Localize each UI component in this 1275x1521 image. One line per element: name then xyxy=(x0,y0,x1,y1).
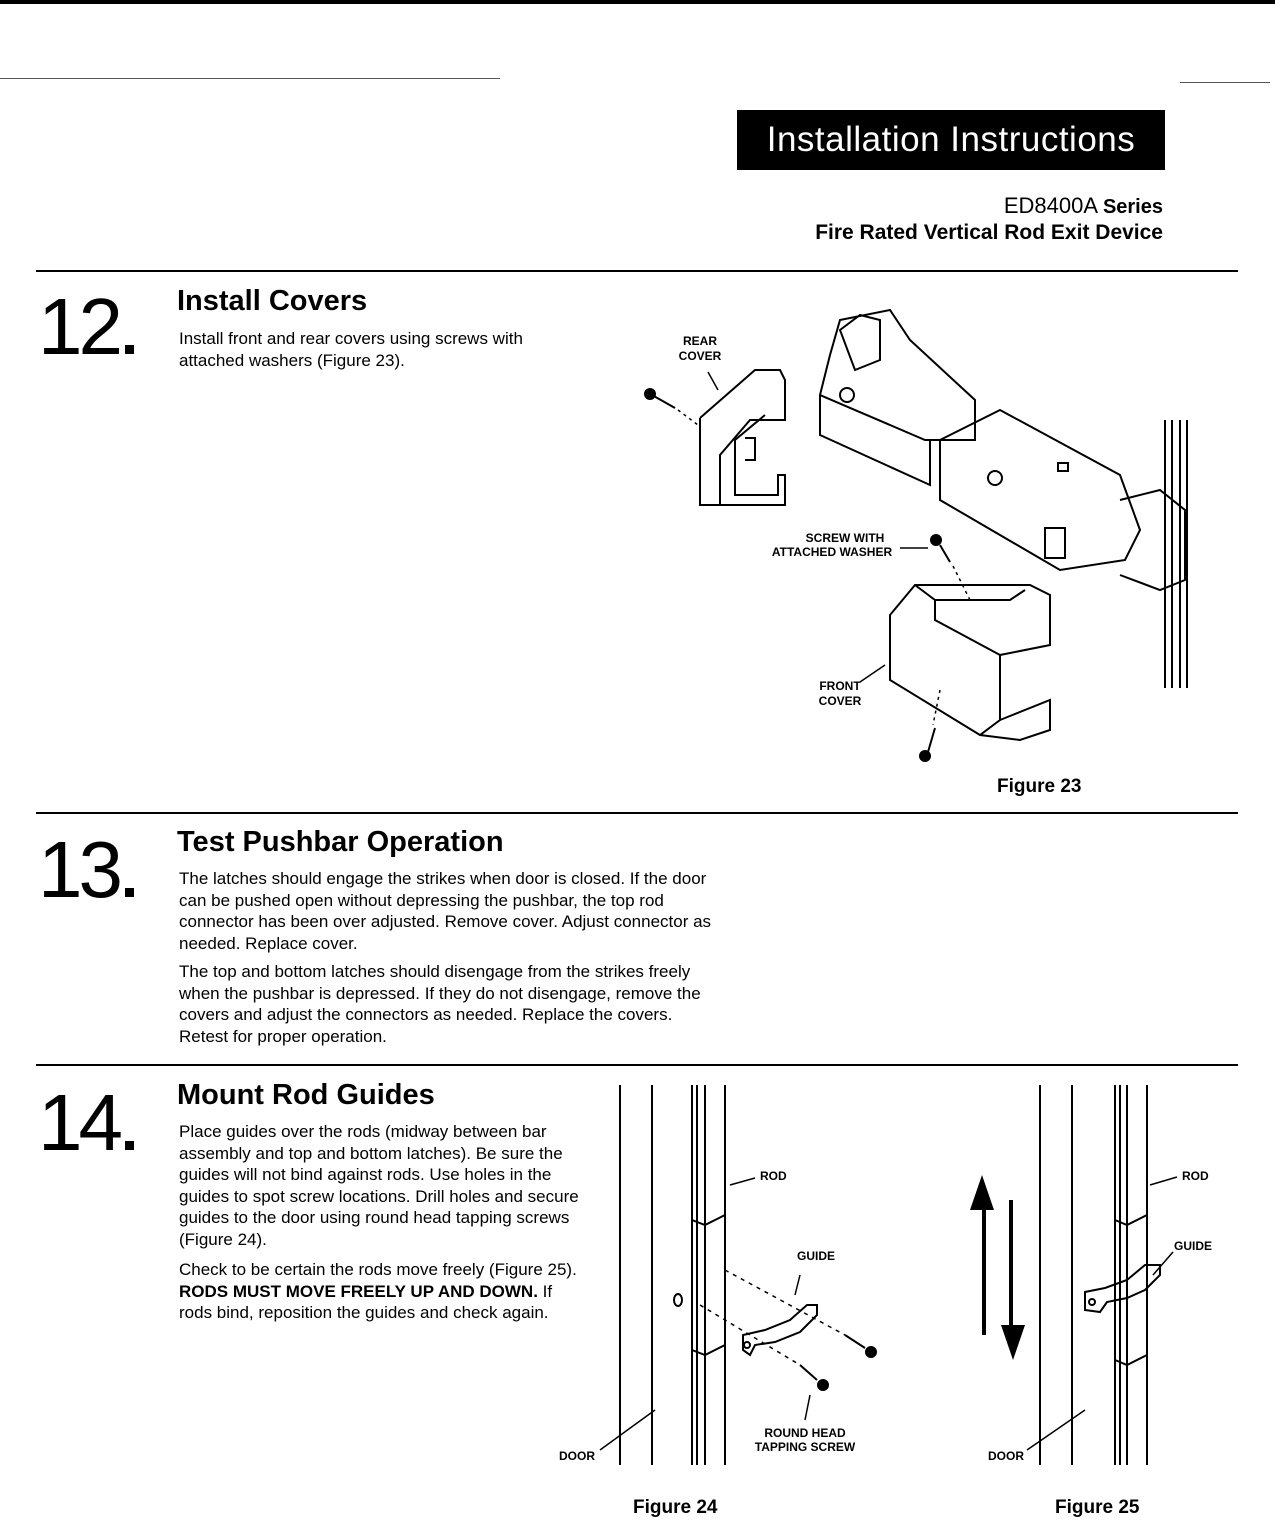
section-divider xyxy=(36,812,1238,814)
step-title: Mount Rod Guides xyxy=(177,1079,435,1111)
step-bullet xyxy=(124,1141,134,1150)
label-screw: TAPPING SCREW xyxy=(755,1440,856,1454)
product-subtitle: Fire Rated Vertical Rod Exit Device xyxy=(815,221,1163,244)
step-title: Install Covers xyxy=(177,285,368,317)
step-paragraph: Place guides over the rods (midway betwe… xyxy=(179,1122,579,1249)
step-number: 12 xyxy=(38,287,134,367)
label-front-cover: FRONT xyxy=(819,679,861,693)
label-guide: GUIDE xyxy=(797,1249,835,1263)
section-divider xyxy=(36,270,1238,272)
label-rod: ROD xyxy=(760,1169,787,1183)
step-paragraph: The top and bottom latches should diseng… xyxy=(179,962,701,1046)
scan-line xyxy=(0,78,500,79)
paragraph-text: Check to be certain the rods move freely… xyxy=(179,1260,577,1279)
figure-25-caption: Figure 25 xyxy=(1055,1497,1140,1518)
figure-25-diagram: ROD GUIDE DOOR xyxy=(970,1085,1212,1465)
model-number: ED8400A xyxy=(1003,193,1097,218)
label-guide: GUIDE xyxy=(1174,1239,1212,1253)
step-number: 14 xyxy=(38,1083,134,1163)
step-bullet xyxy=(124,888,134,897)
top-border xyxy=(0,0,1275,4)
label-screw: SCREW WITH xyxy=(806,531,885,545)
label-rear-cover: REAR xyxy=(683,334,717,348)
step-number-text: 14 xyxy=(38,1078,123,1167)
step-bullet xyxy=(124,345,134,354)
figure-24-diagram: ROD GUIDE DOOR ROUND HEAD TAPPING SCREW xyxy=(559,1085,877,1465)
paragraph-emphasis: RODS MUST MOVE FREELY UP AND DOWN. xyxy=(179,1281,538,1301)
label-screw: ROUND HEAD xyxy=(764,1426,846,1440)
figure-24-caption: Figure 24 xyxy=(633,1497,718,1518)
step-paragraph: Check to be certain the rods move freely… xyxy=(179,1259,589,1324)
label-door: DOOR xyxy=(559,1449,595,1463)
label-front-cover: COVER xyxy=(819,694,862,708)
step-paragraph: The latches should engage the strikes wh… xyxy=(179,869,712,953)
figure-23-diagram: REAR COVER SCREW WITH ATTACHED WASHER FR… xyxy=(644,308,1188,762)
scan-line xyxy=(1180,82,1270,83)
step-paragraph: Install front and rear covers using scre… xyxy=(179,329,523,370)
label-rear-cover: COVER xyxy=(679,349,722,363)
series-label: Series xyxy=(1102,196,1163,218)
header-banner: Installation Instructions xyxy=(737,110,1165,170)
step-number-text: 13 xyxy=(38,825,123,914)
paragraph-text: If rods bind, reposition the guides and … xyxy=(179,1281,553,1323)
label-door: DOOR xyxy=(988,1449,1024,1463)
model-line: ED8400A Series xyxy=(1004,193,1163,219)
section-divider xyxy=(36,1064,1238,1066)
label-rod: ROD xyxy=(1182,1169,1209,1183)
step-number: 13 xyxy=(38,830,134,910)
figure-23-caption: Figure 23 xyxy=(997,776,1082,797)
step-title: Test Pushbar Operation xyxy=(177,826,504,858)
label-screw: ATTACHED WASHER xyxy=(772,545,893,559)
step-number-text: 12 xyxy=(38,282,123,371)
